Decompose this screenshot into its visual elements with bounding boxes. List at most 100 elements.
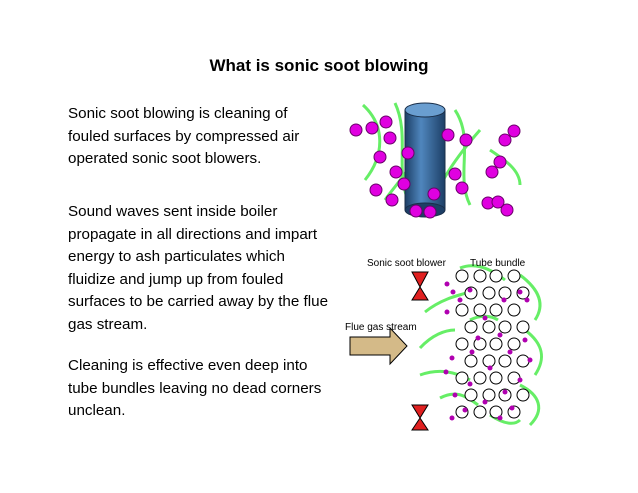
small-ash-dot [527, 357, 533, 363]
tube [455, 371, 469, 385]
ash-particle [401, 146, 415, 160]
small-ash-dot [487, 365, 493, 371]
small-ash-dot [517, 289, 523, 295]
small-ash-dot [449, 355, 455, 361]
tube [507, 337, 521, 351]
tube [507, 371, 521, 385]
small-ash-dot [467, 381, 473, 387]
ash-particle [427, 187, 441, 201]
sound-wave [453, 109, 472, 206]
tube [455, 303, 469, 317]
tube-bundle [455, 269, 530, 419]
tube [507, 269, 521, 283]
tube [473, 269, 487, 283]
soot-blower-horn-bottom [411, 404, 429, 431]
paragraph-effectiveness: Cleaning is effective even deep into tub… [68, 357, 322, 419]
sound-wave [439, 392, 479, 407]
tube [473, 371, 487, 385]
tube [455, 269, 469, 283]
ash-particles [349, 115, 521, 219]
tube [498, 320, 512, 334]
tube [482, 320, 496, 334]
ash-particle [491, 195, 505, 209]
ash-particle [349, 123, 363, 137]
ash-particle [459, 133, 473, 147]
ash-particle [498, 133, 512, 147]
flue-gas-arrow [349, 326, 408, 366]
small-ash-dot [507, 349, 513, 355]
small-ash-dot [502, 389, 508, 395]
small-ash-dot [501, 297, 507, 303]
tube [516, 388, 530, 402]
ash-particle [369, 183, 383, 197]
label-sonic-soot-blower: Sonic soot blower [367, 258, 446, 269]
tube [473, 337, 487, 351]
ash-particle [485, 165, 499, 179]
small-ash-dot [444, 309, 450, 315]
small-ash-dot [444, 281, 450, 287]
ash-particle [409, 204, 423, 218]
tube-cylinder [404, 102, 446, 218]
ash-particle [373, 150, 387, 164]
ash-particle [383, 131, 397, 145]
tube [482, 354, 496, 368]
tube [516, 354, 530, 368]
paragraph-sound-waves: Sound waves sent inside boiler propagate… [68, 203, 329, 333]
tube [482, 286, 496, 300]
tube [489, 405, 503, 419]
ash-particle [365, 121, 379, 135]
sound-wave [418, 328, 456, 350]
small-ash-dot [517, 377, 523, 383]
tube-illustration [349, 102, 522, 219]
paragraph-definition: Sonic soot blowing is cleaning of fouled… [68, 105, 300, 167]
tube [498, 354, 512, 368]
ash-particle [389, 165, 403, 179]
small-ash-dot [482, 399, 488, 405]
small-ash-dot [522, 337, 528, 343]
tube [464, 320, 478, 334]
small-ash-dot [450, 289, 456, 295]
ash-particle [441, 128, 455, 142]
tube [473, 303, 487, 317]
tube [498, 286, 512, 300]
small-ash-dot [509, 405, 515, 411]
sound-wave [361, 103, 382, 181]
small-ash-dot [524, 297, 530, 303]
tube [516, 320, 530, 334]
small-ash-dot [475, 335, 481, 341]
sound-wave [519, 383, 541, 427]
small-ash-dot [452, 392, 458, 398]
small-ash-dot [449, 415, 455, 421]
label-flue-gas-stream: Flue gas stream [345, 322, 417, 333]
tube [464, 354, 478, 368]
tube [489, 269, 503, 283]
ash-particle [385, 193, 399, 207]
tube [498, 388, 512, 402]
small-ash-dot [497, 415, 503, 421]
tube [489, 371, 503, 385]
ash-particle [500, 203, 514, 217]
ash-particle [455, 181, 469, 195]
ash-particle [493, 155, 507, 169]
ash-particle [379, 115, 393, 129]
ash-particle [397, 177, 411, 191]
sound-wave [524, 328, 544, 376]
small-ash-dot [469, 349, 475, 355]
small-ash-dot [467, 287, 473, 293]
label-tube-bundle: Tube bundle [470, 258, 526, 269]
tube [464, 388, 478, 402]
tube [489, 303, 503, 317]
small-ash-dot [482, 315, 488, 321]
small-ash-dots [443, 281, 533, 421]
small-ash-dot [462, 407, 468, 413]
ash-particle [507, 124, 521, 138]
blower-diagram [349, 264, 544, 431]
sound-wave [489, 148, 522, 186]
tube [482, 388, 496, 402]
tube [455, 337, 469, 351]
tube [489, 337, 503, 351]
ash-particle [448, 167, 462, 181]
tube [507, 303, 521, 317]
tube [473, 405, 487, 419]
